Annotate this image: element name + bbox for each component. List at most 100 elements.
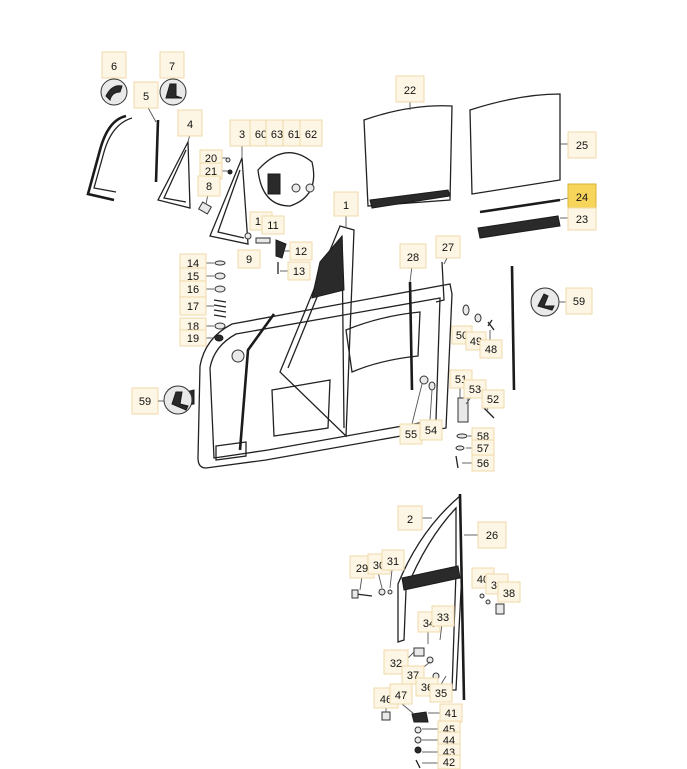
svg-text:29: 29 <box>356 563 368 575</box>
small-fixings <box>197 157 287 342</box>
svg-text:26: 26 <box>486 530 498 542</box>
vent-seal <box>86 114 133 202</box>
svg-text:59: 59 <box>573 296 585 308</box>
svg-text:6: 6 <box>111 61 117 73</box>
rear-frame <box>397 493 466 701</box>
callout-55[interactable]: 55 <box>399 383 423 445</box>
callout-22[interactable]: 22 <box>395 75 425 110</box>
door-strip-28 <box>408 281 414 391</box>
svg-text:22: 22 <box>404 85 416 97</box>
callout-57[interactable]: 57 <box>466 439 495 457</box>
svg-text:46: 46 <box>380 694 392 706</box>
parts-drawing <box>86 93 561 769</box>
svg-text:4: 4 <box>187 119 193 131</box>
svg-text:2: 2 <box>407 514 413 526</box>
callout-6[interactable]: 6 <box>100 51 128 106</box>
svg-text:8: 8 <box>206 181 212 193</box>
callout-21[interactable]: 21 <box>199 162 228 180</box>
svg-text:62: 62 <box>305 129 317 141</box>
callout-13[interactable]: 13 <box>280 261 311 281</box>
callout-2[interactable]: 2 <box>397 505 432 531</box>
svg-text:52: 52 <box>487 394 499 406</box>
svg-text:41: 41 <box>445 708 457 720</box>
svg-text:60: 60 <box>255 129 267 141</box>
callout-54[interactable]: 54 <box>419 389 443 441</box>
svg-text:54: 54 <box>425 425 437 437</box>
svg-text:35: 35 <box>435 688 447 700</box>
callout-35[interactable]: 35 <box>429 675 453 703</box>
callout-27[interactable]: 27 <box>435 235 461 265</box>
callout-17[interactable]: 17 <box>179 296 214 316</box>
vent-frame <box>209 157 249 245</box>
callout-42[interactable]: 42 <box>422 754 461 769</box>
callout-31[interactable]: 31 <box>381 549 405 589</box>
svg-text:28: 28 <box>407 252 419 264</box>
svg-text:49: 49 <box>470 336 482 348</box>
callout-15[interactable]: 15 <box>179 267 214 285</box>
svg-text:56: 56 <box>477 458 489 470</box>
callout-62[interactable]: 62 <box>299 119 323 147</box>
svg-text:27: 27 <box>442 242 454 254</box>
callout-11[interactable]: 11 <box>261 215 285 235</box>
callout-26[interactable]: 26 <box>464 521 507 549</box>
callout-7[interactable]: 7 <box>159 51 187 106</box>
callout-9[interactable]: 9 <box>237 249 261 269</box>
callout-53[interactable]: 53 <box>463 379 487 405</box>
callout-24-selected[interactable]: 24 <box>559 183 597 209</box>
svg-text:13: 13 <box>293 266 305 278</box>
svg-text:9: 9 <box>246 254 252 266</box>
svg-text:20: 20 <box>205 153 217 165</box>
callout-47[interactable]: 47 <box>389 683 415 715</box>
callout-12[interactable]: 12 <box>284 241 313 261</box>
svg-text:11: 11 <box>267 220 278 232</box>
svg-text:55: 55 <box>405 429 417 441</box>
svg-text:17: 17 <box>187 301 199 313</box>
callout-25[interactable]: 25 <box>560 131 597 159</box>
svg-text:48: 48 <box>485 344 497 356</box>
svg-text:23: 23 <box>576 214 588 226</box>
svg-text:14: 14 <box>187 258 199 270</box>
svg-text:42: 42 <box>443 757 455 769</box>
vent-frame-small <box>157 139 191 209</box>
callout-56[interactable]: 56 <box>462 454 495 472</box>
svg-text:15: 15 <box>187 271 199 283</box>
svg-text:19: 19 <box>187 333 199 345</box>
callout-4[interactable]: 4 <box>177 109 203 143</box>
callout-1[interactable]: 1 <box>333 191 359 228</box>
callouts: 6 7 5 4 3 6 <box>100 51 597 769</box>
svg-text:12: 12 <box>295 246 307 258</box>
callout-19[interactable]: 19 <box>179 329 214 347</box>
svg-text:59: 59 <box>139 396 151 408</box>
callout-41[interactable]: 41 <box>428 703 463 723</box>
hinge-assembly <box>257 152 315 207</box>
callout-59-left[interactable]: 59 <box>131 385 193 415</box>
callout-28[interactable]: 28 <box>399 243 427 283</box>
front-seal <box>238 313 276 451</box>
callout-59-right[interactable]: 59 <box>530 287 593 317</box>
callout-48[interactable]: 48 <box>479 330 503 359</box>
callout-52[interactable]: 52 <box>481 389 505 411</box>
svg-text:21: 21 <box>205 166 217 178</box>
callout-16[interactable]: 16 <box>179 280 214 298</box>
callout-23[interactable]: 23 <box>560 207 597 231</box>
svg-text:5: 5 <box>143 91 149 103</box>
glass-channel-23 <box>477 215 561 239</box>
svg-text:1: 1 <box>343 200 349 212</box>
callout-8[interactable]: 8 <box>197 175 221 205</box>
door-strip-27 <box>435 261 445 303</box>
svg-text:32: 32 <box>390 658 402 670</box>
svg-text:24: 24 <box>576 192 588 204</box>
svg-text:38: 38 <box>503 588 515 600</box>
door-shell <box>197 225 453 469</box>
callout-5[interactable]: 5 <box>133 81 159 123</box>
callout-33[interactable]: 33 <box>431 605 455 641</box>
frame-fixings <box>351 588 505 769</box>
callout-20[interactable]: 20 <box>199 149 228 167</box>
svg-text:57: 57 <box>477 443 489 455</box>
svg-text:63: 63 <box>271 129 283 141</box>
svg-text:25: 25 <box>576 140 588 152</box>
lock-fixings <box>419 304 495 469</box>
callout-38[interactable]: 38 <box>497 581 521 603</box>
glass-panes <box>363 93 561 209</box>
